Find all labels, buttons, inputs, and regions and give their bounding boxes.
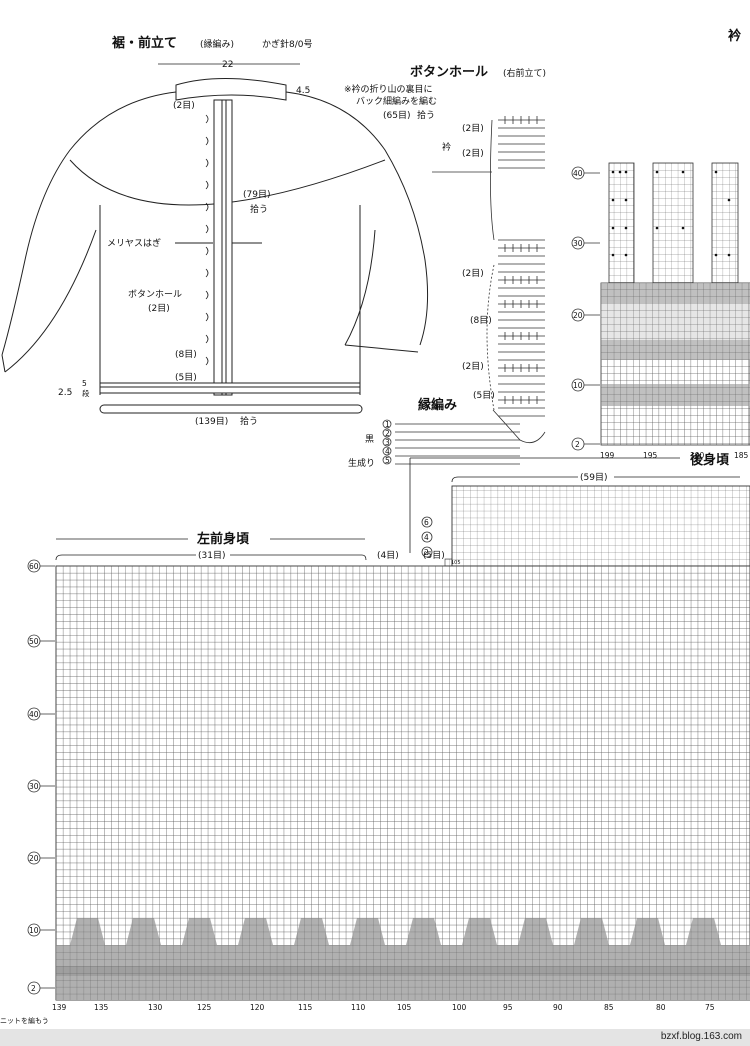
note-line-1: ※衿の折り山の裏目に xyxy=(344,83,433,95)
collar-col-185: 185 xyxy=(734,451,749,460)
collar-col-190: 190 xyxy=(690,451,705,460)
collar-row-2: 2 xyxy=(575,440,580,449)
edging-row-3: 3 xyxy=(385,438,390,447)
seam-label: メリヤスはぎ xyxy=(107,237,161,249)
body-col-80: 80 xyxy=(656,1003,666,1012)
body-col-85: 85 xyxy=(604,1003,614,1012)
body-col-95: 95 xyxy=(503,1003,513,1012)
bh-count-5: (2目) xyxy=(462,148,484,159)
back-count: (59目) xyxy=(580,472,607,483)
body-col-130: 130 xyxy=(148,1003,163,1012)
black-label: 黒 xyxy=(365,434,374,445)
collar-row-arrows xyxy=(584,172,600,445)
hem-title: 裾・前立て xyxy=(112,35,177,51)
edging-rows xyxy=(395,423,520,465)
collar-row-30: 30 xyxy=(573,239,583,248)
collar-col-199: 199 xyxy=(600,451,615,460)
body-col-90: 90 xyxy=(553,1003,563,1012)
pickup-front-suffix: 拾う xyxy=(250,203,268,215)
collar-chart: 40 30 20 10 2 199 195 190 185 xyxy=(571,162,750,460)
left-front-title: 左前身頃 xyxy=(197,531,250,547)
collar-row-20: 20 xyxy=(573,311,583,320)
body-row-10: 10 xyxy=(29,926,39,935)
collar-label: 衿 xyxy=(442,141,451,153)
pickup-count: (65目) xyxy=(383,110,410,121)
edging-row-4: 4 xyxy=(385,447,390,456)
pickup-front: (79目) xyxy=(243,189,270,200)
body-col-75: 75 xyxy=(705,1003,715,1012)
bottom-note: ニットを編もう xyxy=(0,1016,49,1025)
body-row-arrows xyxy=(40,565,55,989)
bh-count-6: (5目) xyxy=(473,390,495,401)
collar-cm: 4.5 xyxy=(296,86,310,96)
collar-col-195: 195 xyxy=(643,451,658,460)
body-col-125: 125 xyxy=(197,1003,212,1012)
body-chart: 左前身頃 後身頃 (31目) (4目) (5目) (59目) 6 4 2 105 xyxy=(0,452,750,1025)
body-col-120: 120 xyxy=(250,1003,265,1012)
body-col-100: 100 xyxy=(452,1003,467,1012)
buttonhole-section: ボタンホール (右前立て) ※衿の折り山の裏目に バック細編みを編む (65目)… xyxy=(344,64,546,469)
buttonhole-title: ボタンホール xyxy=(410,64,488,80)
collar-dots xyxy=(611,170,731,257)
edging-title: 縁編み xyxy=(418,397,457,413)
step-row-2: 2 xyxy=(424,548,429,557)
step-row-6: 6 xyxy=(424,518,429,527)
bh-count-4: (8目) xyxy=(470,315,492,326)
ecru-label: 生成り xyxy=(348,457,375,469)
bh-count-2: (2目) xyxy=(462,268,484,279)
buttonhole-label: ボタンホール xyxy=(128,289,182,300)
footer-bar: bzxf.blog.163.com xyxy=(0,1029,750,1046)
pickup-hem: (139目) xyxy=(195,416,228,427)
collar-row-10: 10 xyxy=(573,381,583,390)
front-count: (31目) xyxy=(198,550,225,561)
body-row-2: 2 xyxy=(31,984,36,993)
rows-unit: 段 xyxy=(82,388,90,398)
crochet-symbol-chart xyxy=(432,116,546,444)
pickup-hem-suffix: 拾う xyxy=(240,415,258,427)
body-col-105: 105 xyxy=(397,1003,412,1012)
bottom-count: (5目) xyxy=(175,372,197,383)
body-row-60: 60 xyxy=(29,562,39,571)
pickup-suffix: 拾う xyxy=(417,109,435,121)
fair-isle-band xyxy=(56,566,750,1000)
hem-title-pattern: (縁編み) xyxy=(200,38,234,50)
hem-section: 裾・前立て (縁編み) かぎ針8/0号 22 4.5 xyxy=(1,35,429,427)
edging-row-5: 5 xyxy=(385,456,390,465)
step2-count: (5目) xyxy=(423,550,445,561)
body-row-30: 30 xyxy=(29,782,39,791)
step-cell xyxy=(444,558,453,567)
edging-row-markers xyxy=(382,419,392,465)
buttonhole-count: (2目) xyxy=(148,303,170,314)
bh-count-1: (2目) xyxy=(462,123,484,134)
front-count-brace xyxy=(55,554,367,561)
back-count-brace xyxy=(451,476,740,483)
body-col-139: 139 xyxy=(52,1003,67,1012)
back-title: 後身頃 xyxy=(690,452,730,468)
edging-row-2: 2 xyxy=(385,429,390,438)
front-band-count: (2目) xyxy=(173,100,195,111)
body-col-110: 110 xyxy=(351,1003,366,1012)
step-row-4: 4 xyxy=(424,533,429,542)
edging-row-1: 1 xyxy=(385,420,390,429)
note-line-2: バック細編みを編む xyxy=(356,95,437,107)
body-row-50: 50 xyxy=(29,637,39,646)
corner-label: 衿 xyxy=(728,28,741,44)
spacing-count: (8目) xyxy=(175,349,197,360)
buttonhole-subtitle: (右前立て) xyxy=(503,67,546,79)
cardigan-silhouette xyxy=(1,78,429,414)
rows-num: 5 xyxy=(82,379,87,388)
collar-row-40: 40 xyxy=(573,169,583,178)
step1-count: (4目) xyxy=(377,550,399,561)
bh-count-3: (2目) xyxy=(462,361,484,372)
width-cm: 22 xyxy=(222,60,233,70)
side-cm: 2.5 xyxy=(58,388,72,398)
body-col-115: 115 xyxy=(298,1003,313,1012)
body-col-135: 135 xyxy=(94,1003,109,1012)
body-row-20: 20 xyxy=(29,854,39,863)
body-row-40: 40 xyxy=(29,710,39,719)
footer-site[interactable]: bzxf.blog.163.com xyxy=(660,1031,742,1042)
back-grid-top xyxy=(451,485,750,567)
hook-size: かぎ針8/0号 xyxy=(262,38,313,50)
